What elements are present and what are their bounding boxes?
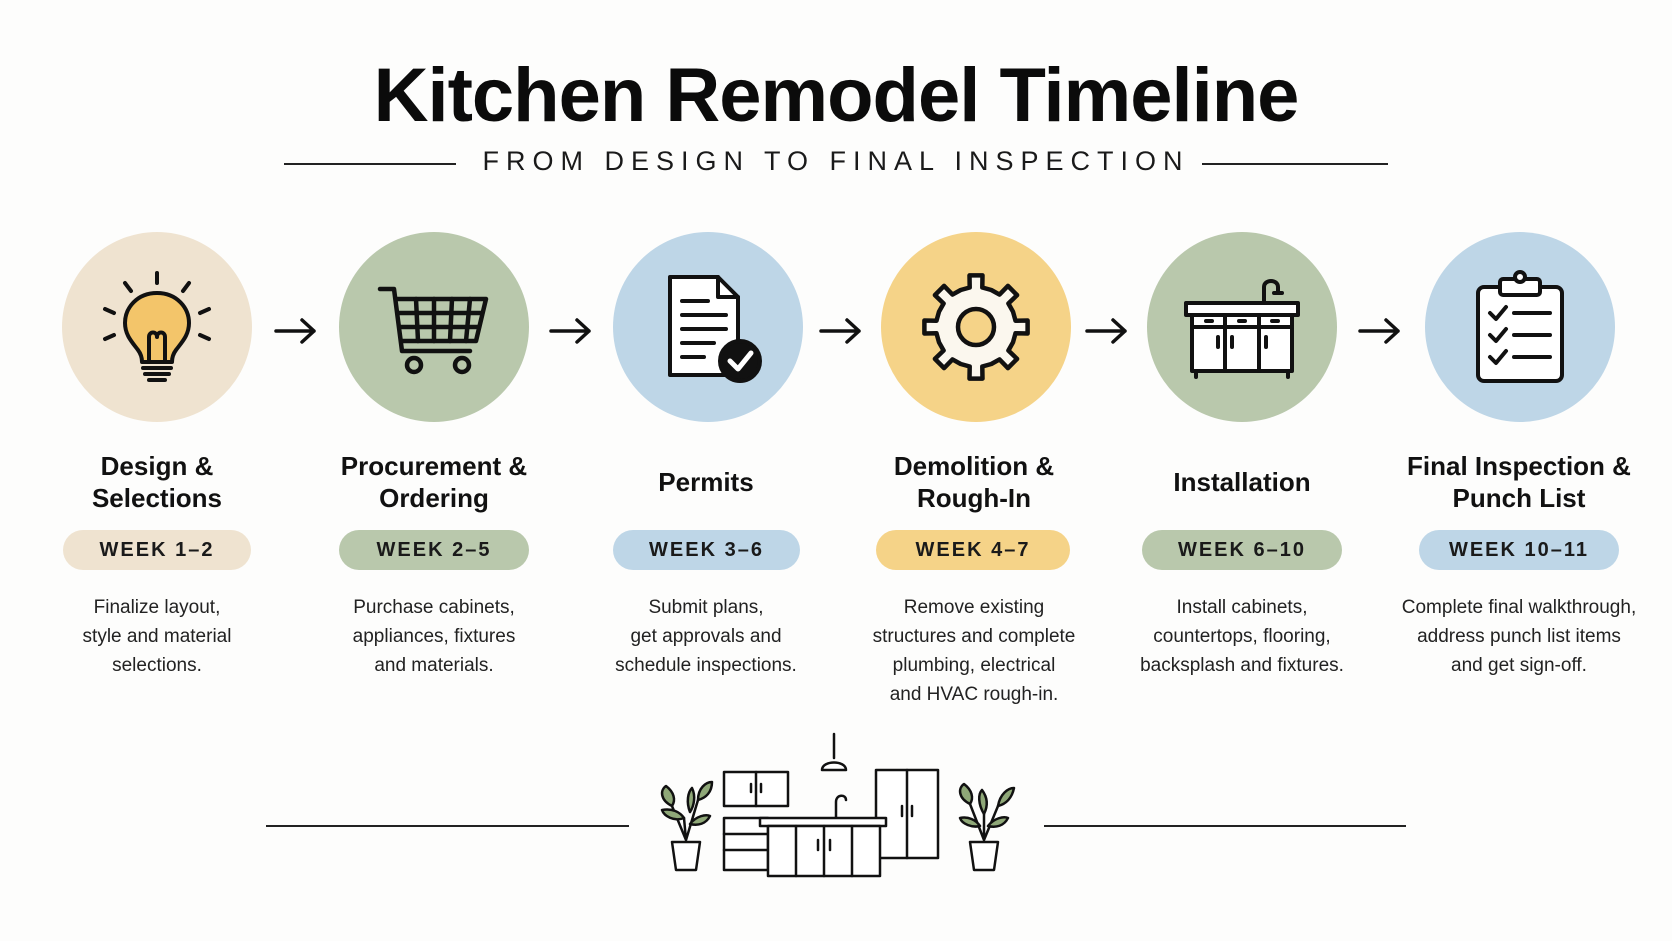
step-icon-circle xyxy=(1425,232,1615,422)
week-badge: WEEK 6–10 xyxy=(1142,530,1342,570)
gear-icon xyxy=(922,273,1030,381)
arrow-right-icon xyxy=(819,318,861,344)
subtitle-row: FROM DESIGN TO FINAL INSPECTION xyxy=(0,146,1672,182)
step-title: Final Inspection &Punch List xyxy=(1407,451,1631,513)
page-title: Kitchen Remodel Timeline xyxy=(373,53,1300,138)
step-icon-circle xyxy=(62,232,252,422)
footer-divider-left xyxy=(266,825,629,827)
step-title: Demolition &Rough-In xyxy=(893,451,1055,513)
subtitle-divider-left xyxy=(284,163,456,165)
kitchen-illustration-icon xyxy=(660,732,1016,878)
step-description: Complete final walkthrough,address punch… xyxy=(1401,597,1637,676)
step-icon-circle xyxy=(339,232,529,422)
shopping-cart-icon xyxy=(377,286,489,375)
step-title: Procurement &Ordering xyxy=(340,451,528,513)
lightbulb-icon xyxy=(103,271,211,382)
step-description: Install cabinets,countertops, flooring,b… xyxy=(1140,597,1344,676)
page-subtitle: FROM DESIGN TO FINAL INSPECTION xyxy=(482,146,1190,176)
step-icon-circle xyxy=(881,232,1071,422)
footer-divider-right xyxy=(1044,825,1406,827)
step-title: Permits xyxy=(658,467,754,497)
arrow-right-icon xyxy=(549,318,591,344)
step-title: Design &Selections xyxy=(91,451,223,513)
sink-cabinet-icon xyxy=(1184,279,1300,379)
week-badge: WEEK 10–11 xyxy=(1419,530,1619,570)
week-badge: WEEK 4–7 xyxy=(876,530,1070,570)
arrow-right-icon xyxy=(274,318,316,344)
step-icon-circle xyxy=(1147,232,1337,422)
week-badge: WEEK 3–6 xyxy=(613,530,800,570)
week-badge: WEEK 1–2 xyxy=(63,530,251,570)
step-title: Installation xyxy=(1173,467,1311,497)
clipboard-checklist-icon xyxy=(1476,270,1564,383)
plant-icon xyxy=(660,780,714,872)
week-badge: WEEK 2–5 xyxy=(339,530,529,570)
arrow-right-icon xyxy=(1085,318,1127,344)
arrow-right-icon xyxy=(1358,318,1400,344)
step-icon-circle xyxy=(613,232,803,422)
subtitle-divider-right xyxy=(1202,163,1388,165)
plant-icon xyxy=(958,782,1016,872)
document-check-icon xyxy=(668,275,762,383)
